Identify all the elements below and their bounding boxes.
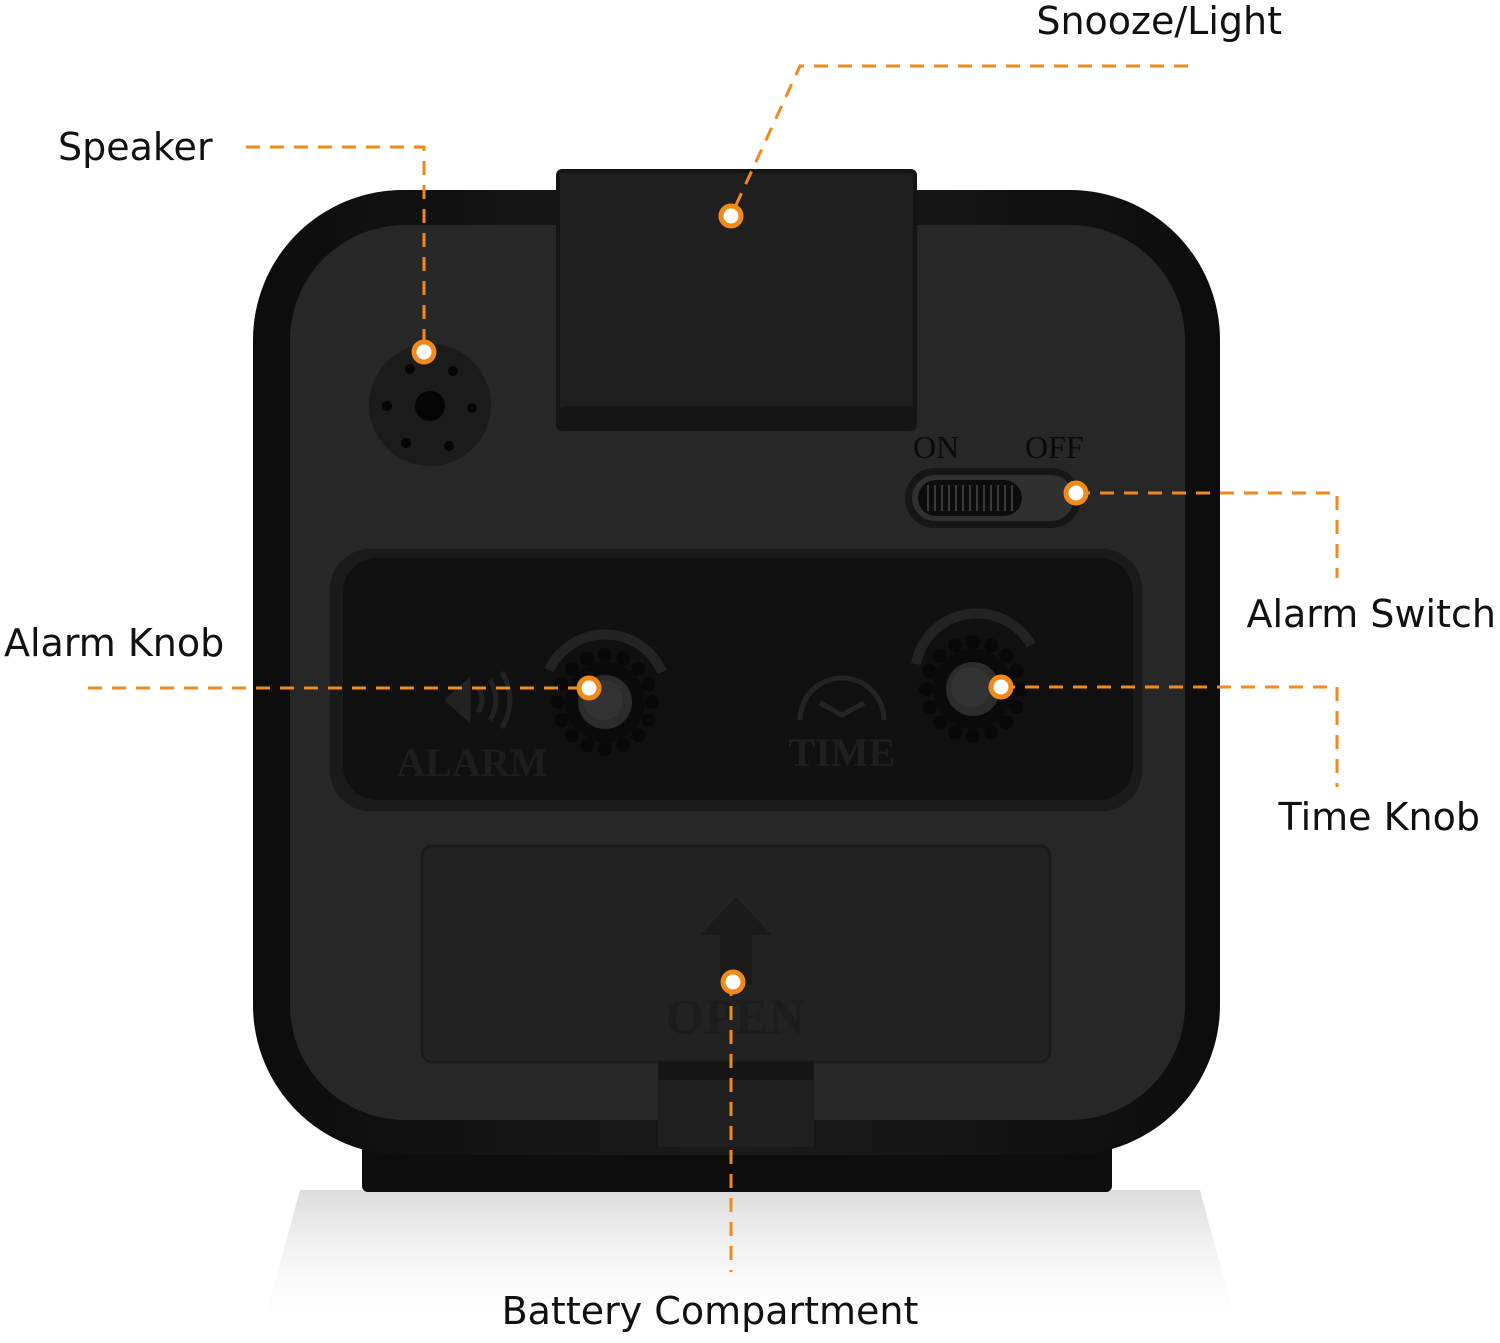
knob-tooth [948, 638, 962, 653]
knob-tooth [932, 715, 947, 730]
marker-snooze-light [718, 203, 744, 229]
callout-markers [411, 203, 1089, 995]
knob-tooth [641, 713, 656, 727]
alarm-switch[interactable] [905, 468, 1081, 528]
label-time-knob: Time Knob [1278, 795, 1480, 839]
callout-leaders [88, 64, 1339, 1272]
label-speaker: Speaker [58, 125, 213, 169]
leader-snooze-light [729, 64, 1188, 217]
rotate-arrow-icon [544, 629, 667, 675]
open-marking: OPEN [666, 988, 805, 1044]
time-marking: TIME [789, 730, 896, 775]
snooze-light-bar[interactable] [556, 169, 917, 431]
switch-off-label: OFF [1025, 429, 1084, 465]
label-alarm-knob: Alarm Knob [4, 621, 224, 665]
knob-tooth [966, 729, 980, 743]
time-knob[interactable] [911, 608, 1036, 743]
floor-reflection [260, 1190, 1240, 1338]
knob-tooth [932, 648, 947, 663]
battery-compartment-door[interactable]: OPEN [420, 844, 1052, 1064]
knob-panel [330, 549, 1142, 811]
knob-tooth [645, 695, 659, 709]
leader-time-knob [1001, 685, 1339, 787]
knob-tooth [1009, 664, 1024, 678]
knob-tooth [631, 661, 646, 676]
label-snooze-light: Snooze/Light [1036, 0, 1282, 43]
leader-alarm-switch [1076, 491, 1339, 578]
knob-tooth [922, 664, 937, 678]
knob-tooth [641, 677, 656, 691]
knob-tooth [564, 728, 579, 743]
battery-latch[interactable] [658, 1062, 814, 1147]
leader-speaker [246, 145, 426, 352]
switch-on-label: ON [913, 429, 959, 465]
knob-tooth [616, 651, 630, 666]
knob-tooth [580, 651, 594, 666]
knob-tooth [999, 715, 1014, 730]
knob-tooth [616, 738, 630, 753]
speaker-grille-icon [369, 344, 491, 466]
label-battery-compartment: Battery Compartment [502, 1289, 919, 1333]
knob-tooth [999, 648, 1014, 663]
knob-tooth [631, 728, 646, 743]
alarm-volume-icon [444, 670, 513, 730]
knob-tooth [948, 725, 962, 740]
knob-tooth [984, 638, 998, 653]
arrow-up-icon [700, 897, 772, 985]
label-alarm-switch: Alarm Switch [1246, 592, 1496, 636]
knob-tooth [1013, 682, 1027, 696]
knob-tooth [580, 738, 594, 753]
knob-tooth [564, 661, 579, 676]
knob-tooth [551, 695, 565, 709]
marker-alarm-switch [1063, 480, 1089, 506]
knob-tooth [598, 742, 612, 756]
knob-tooth [919, 682, 933, 696]
knob-tooth [922, 700, 937, 714]
knob-tooth [966, 635, 980, 649]
knob-tooth [554, 713, 569, 727]
alarm-marking: ALARM [396, 740, 547, 785]
knob-tooth [598, 648, 612, 662]
marker-alarm-knob [576, 675, 602, 701]
marker-speaker [411, 339, 437, 365]
knob-tooth [984, 725, 998, 740]
knob-tooth [554, 677, 569, 691]
marker-battery [720, 969, 746, 995]
marker-time-knob [988, 674, 1014, 700]
clock-icon [797, 675, 887, 721]
knob-tooth [1009, 700, 1024, 714]
rotate-arrow-icon [911, 608, 1036, 666]
